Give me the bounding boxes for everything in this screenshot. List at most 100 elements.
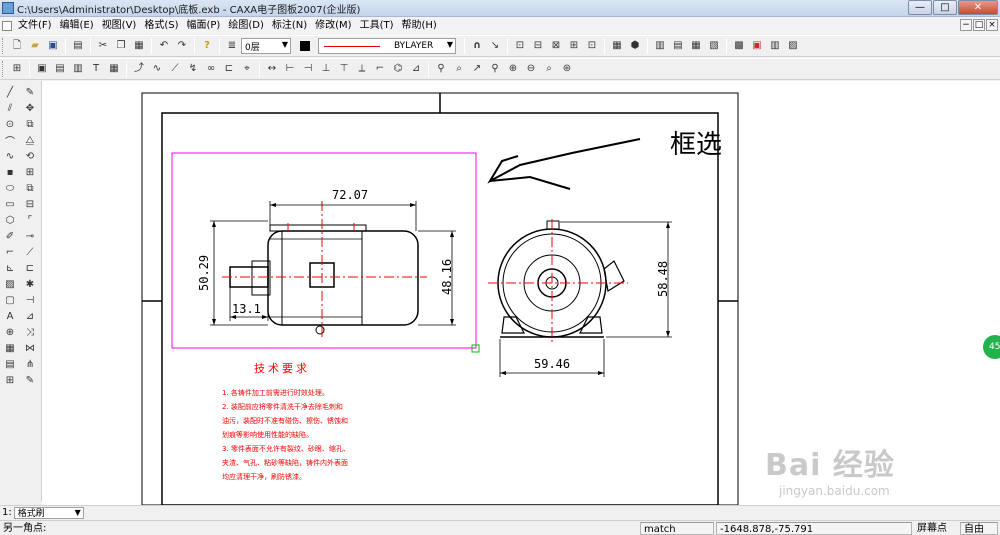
point-icon[interactable]: ▪ — [6, 167, 14, 178]
status-snap-select[interactable]: 自由 — [960, 522, 998, 535]
centerline-icon[interactable]: ⊾ — [5, 263, 15, 274]
extend-icon[interactable]: ⊸ — [25, 231, 35, 242]
layer-icon[interactable]: ≣ — [227, 40, 237, 51]
save-icon[interactable]: ▣ — [48, 40, 58, 51]
select-icon[interactable]: ↘ — [490, 40, 500, 51]
paste-icon[interactable]: ▦ — [134, 40, 144, 51]
format-painter-icon[interactable]: ✎ — [25, 375, 35, 386]
zoom-c-icon[interactable]: ⚲ — [491, 63, 499, 74]
tool-d-icon[interactable]: ⊞ — [569, 40, 579, 51]
command-select[interactable]: 格式刷 ▼ — [13, 506, 84, 519]
side-badge[interactable]: 45 — [983, 335, 1000, 359]
hatch-icon[interactable]: ▨ — [5, 279, 15, 290]
polyline-icon[interactable]: ⌐ — [5, 247, 15, 258]
frame-icon[interactable]: ▣ — [37, 63, 47, 74]
tool-m-icon[interactable]: ▣ — [752, 40, 762, 51]
table-icon[interactable]: ▦ — [109, 63, 119, 74]
tool-a-icon[interactable]: ⊡ — [515, 40, 525, 51]
dim-h-icon[interactable]: ⌬ — [393, 63, 403, 74]
undo-icon[interactable]: ↶ — [159, 40, 169, 51]
polygon-icon[interactable]: ⬡ — [5, 215, 15, 226]
rectangle-icon[interactable]: ▭ — [5, 199, 15, 210]
dim-i-icon[interactable]: ⊿ — [411, 63, 421, 74]
curve-a-icon[interactable]: ⤴ — [134, 63, 144, 74]
parts-list-icon[interactable]: ▥ — [73, 63, 83, 74]
align-icon[interactable]: ⊣ — [25, 295, 35, 306]
zoom-f-icon[interactable]: ⌕ — [546, 63, 552, 74]
tool-g-icon[interactable]: ⬢ — [630, 40, 640, 51]
tool-b-icon[interactable]: ⊟ — [533, 40, 543, 51]
erase-icon[interactable]: ✎ — [25, 87, 35, 98]
menu-help[interactable]: 帮助(H) — [401, 20, 437, 31]
translate-icon[interactable]: ✥ — [25, 103, 35, 114]
rotate-icon[interactable]: ⟲ — [25, 151, 35, 162]
ellipse-icon[interactable]: ⬭ — [5, 183, 15, 194]
join-icon[interactable]: ⋈ — [25, 343, 35, 354]
minimize-button[interactable]: — — [908, 0, 932, 15]
menu-format[interactable]: 格式(S) — [144, 20, 179, 31]
grid-icon[interactable]: ⊞ — [12, 63, 22, 74]
dim-a-icon[interactable]: ↔ — [267, 63, 277, 74]
tool-c-icon[interactable]: ⊠ — [551, 40, 561, 51]
zoom-a-icon[interactable]: ⌕ — [456, 63, 462, 74]
maximize-button[interactable]: □ — [933, 0, 957, 15]
tool-k-icon[interactable]: ▧ — [709, 40, 719, 51]
dim-f-icon[interactable]: ⟂ — [358, 63, 366, 74]
cut-icon[interactable]: ✂ — [98, 40, 108, 51]
spline-icon[interactable]: ∿ — [5, 151, 15, 162]
redo-icon[interactable]: ↷ — [177, 40, 187, 51]
menu-edit[interactable]: 编辑(E) — [59, 20, 94, 31]
stretch-icon[interactable]: ⊏ — [25, 263, 35, 274]
doc-close-button[interactable]: × — [986, 19, 998, 31]
pen-icon[interactable]: ✐ — [5, 231, 15, 242]
tool-l-icon[interactable]: ▩ — [734, 40, 744, 51]
open-file-icon[interactable]: ▰ — [31, 40, 39, 51]
arc-icon[interactable]: ⌒ — [5, 137, 15, 148]
tool-i-icon[interactable]: ▤ — [673, 40, 683, 51]
property-icon[interactable]: ⊿ — [25, 311, 35, 322]
zoom-e-icon[interactable]: ⊖ — [526, 63, 536, 74]
copy-transform-icon[interactable]: ⧉ — [26, 119, 34, 130]
curve-e-icon[interactable]: ∞ — [206, 63, 216, 74]
offset-icon[interactable]: ⋔ — [25, 359, 35, 370]
menu-dimension[interactable]: 标注(N) — [271, 20, 308, 31]
menu-draw[interactable]: 绘图(D) — [228, 20, 264, 31]
zoom-window-icon[interactable]: ⚲ — [437, 63, 445, 74]
new-file-icon[interactable]: 🗋 — [12, 40, 22, 51]
symbol-icon[interactable]: ⊕ — [5, 327, 15, 338]
array-tool-icon[interactable]: ⊞ — [25, 167, 35, 178]
menu-view[interactable]: 视图(V) — [101, 20, 137, 31]
curve-f-icon[interactable]: ⊏ — [224, 63, 234, 74]
menu-tools[interactable]: 工具(T) — [359, 20, 394, 31]
array-icon[interactable]: ∩ — [472, 40, 482, 51]
dim-e-icon[interactable]: ⊤ — [339, 63, 349, 74]
curve-c-icon[interactable]: ⟋ — [171, 63, 179, 74]
mirror-icon[interactable]: ⧋ — [25, 135, 35, 146]
menu-file[interactable]: 文件(F) — [18, 20, 52, 31]
zoom-d-icon[interactable]: ⊕ — [508, 63, 518, 74]
curve-d-icon[interactable]: ↯ — [188, 63, 198, 74]
break-icon[interactable]: ⟋ — [26, 247, 34, 258]
dim-g-icon[interactable]: ⌐ — [375, 63, 385, 74]
close-button[interactable]: ✕ — [958, 0, 998, 15]
fillet-icon[interactable]: ⌜ — [27, 215, 33, 226]
title-block-icon[interactable]: ▤ — [55, 63, 65, 74]
tool-e-icon[interactable]: ⊡ — [587, 40, 597, 51]
tool-f-icon[interactable]: ▦ — [612, 40, 622, 51]
color-swatch-icon[interactable] — [297, 38, 313, 54]
tool-h-icon[interactable]: ▥ — [655, 40, 665, 51]
copy-icon[interactable]: ❐ — [116, 40, 126, 51]
dim-b-icon[interactable]: ⊢ — [285, 63, 295, 74]
tool-o-icon[interactable]: ▨ — [788, 40, 798, 51]
dim-c-icon[interactable]: ⊣ — [303, 63, 313, 74]
image-icon[interactable]: ▦ — [5, 343, 15, 354]
print-icon[interactable]: ▤ — [73, 40, 83, 51]
zoom-b-icon[interactable]: ↗ — [472, 63, 482, 74]
measure-icon[interactable]: ⊞ — [5, 375, 15, 386]
scale-icon[interactable]: ⧉ — [26, 183, 34, 194]
tool-j-icon[interactable]: ▦ — [691, 40, 701, 51]
menu-sheet[interactable]: 幅面(P) — [186, 20, 221, 31]
parallel-line-icon[interactable]: ⫽ — [7, 103, 13, 114]
doc-minimize-button[interactable]: − — [960, 19, 972, 31]
circle-icon[interactable]: ⊙ — [5, 119, 15, 130]
